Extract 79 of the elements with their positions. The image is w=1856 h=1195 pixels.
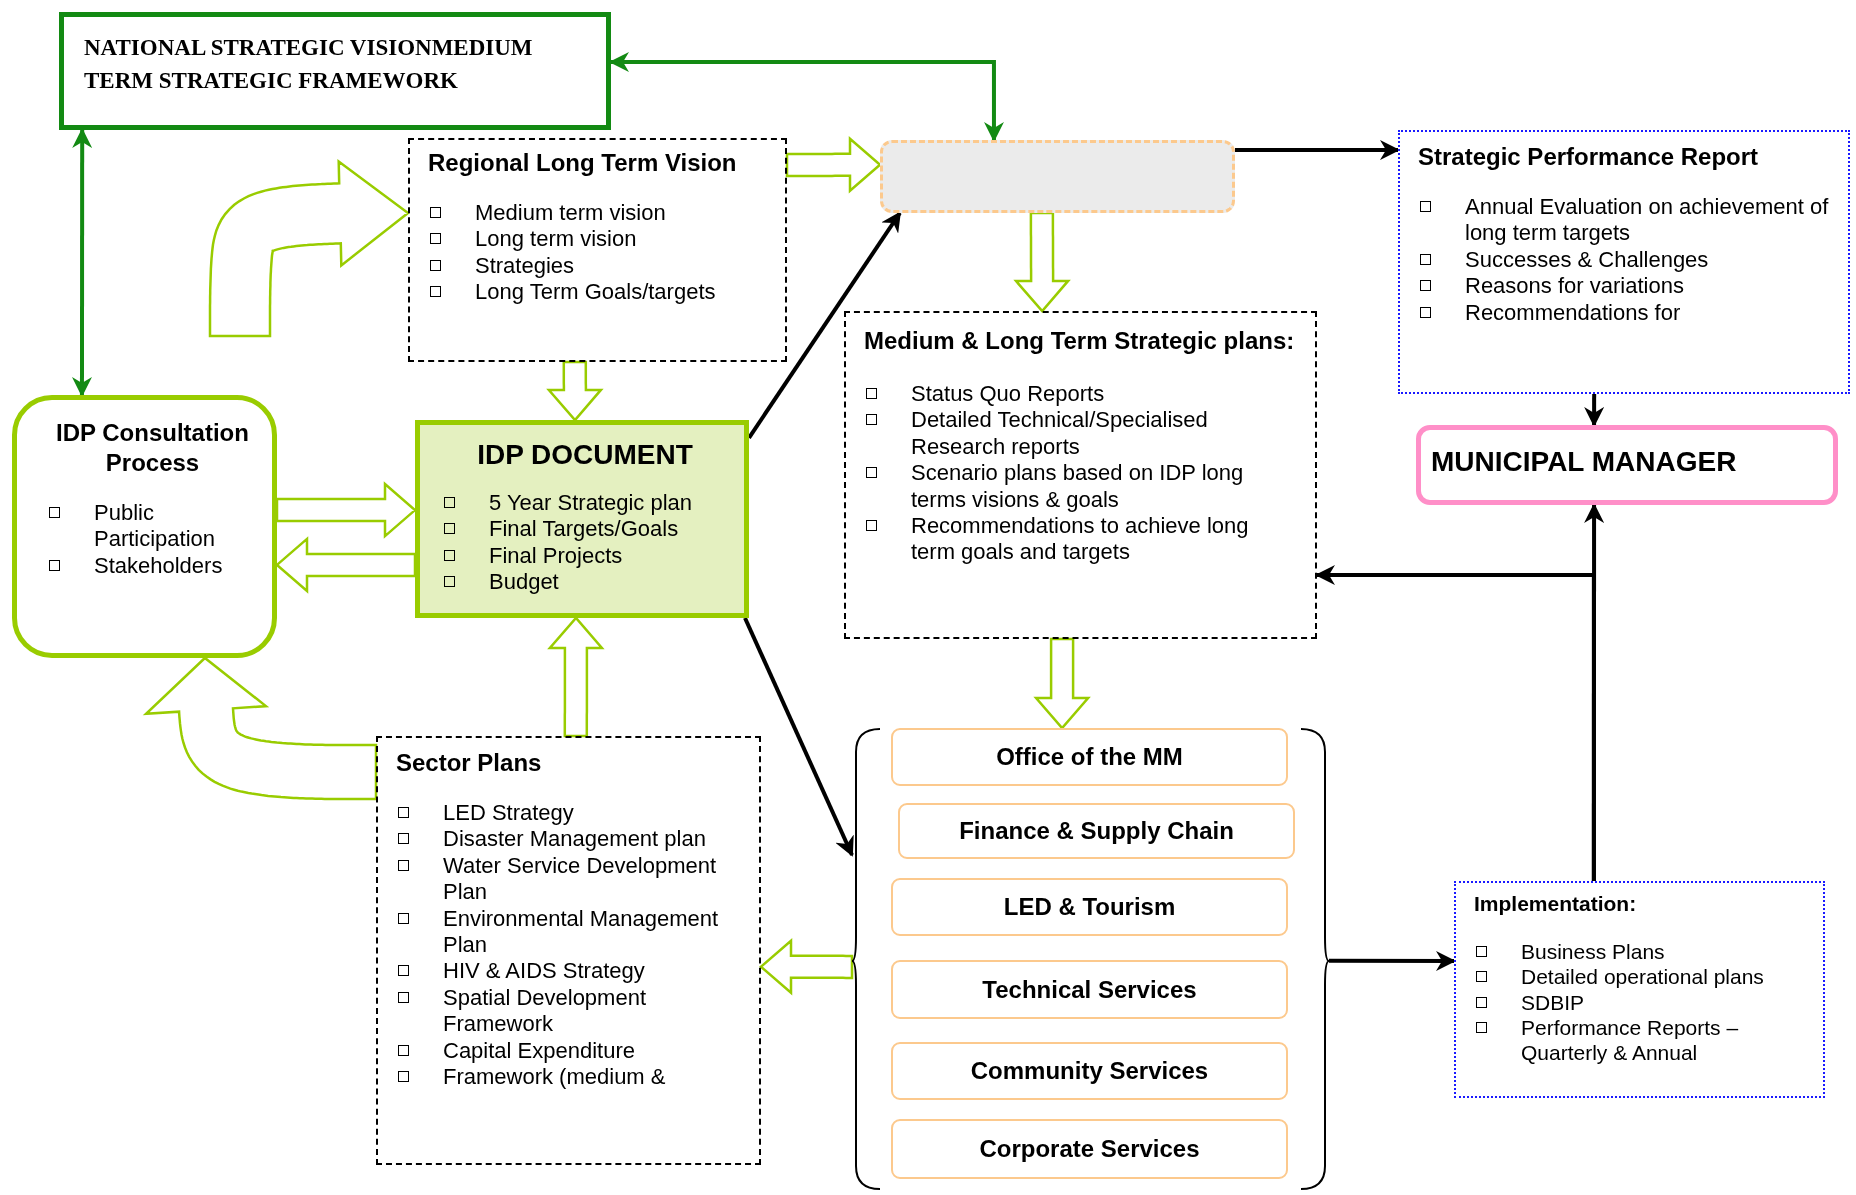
list-item: Water Service Development Plan	[443, 852, 718, 906]
list-item: Annual Evaluation on achievement of long term targets	[1465, 194, 1830, 247]
dashed-box	[376, 736, 761, 1165]
list-item: Scenario plans based on IDP long terms visions & goals	[911, 460, 1245, 513]
list-item: Stakeholders	[94, 552, 223, 580]
list-item: Environmental Management Plan	[443, 905, 720, 959]
list-item: Long term vision	[475, 226, 637, 253]
list-item: HIV & AIDS Strategy	[443, 958, 645, 985]
heading: IDP Consultation Process	[55, 418, 250, 478]
dashed-box	[408, 138, 787, 362]
arrow	[1315, 565, 1596, 881]
list-item: Performance Reports – Quarterly & Annual	[1521, 1014, 1740, 1066]
list-item: Final Projects	[489, 542, 623, 570]
box-label: Finance & Supply Chain	[959, 817, 1234, 845]
rounded-box	[891, 1119, 1288, 1179]
box-label: Community Services	[970, 1057, 1209, 1085]
heading: NATIONAL STRATEGIC VISIONMEDIUM TERM STRATEGIC FRAMEWORK	[84, 34, 534, 96]
list-item: Long Term Goals/targets	[475, 279, 716, 306]
box-label: Office of the MM	[996, 743, 1183, 771]
block-arrow	[142, 656, 378, 801]
box-label: LED & Tourism	[1003, 893, 1176, 921]
block-arrow	[1013, 211, 1071, 313]
rounded-box	[891, 1042, 1288, 1100]
arrow	[743, 617, 854, 857]
list-item: SDBIP	[1521, 989, 1585, 1015]
heading: Medium & Long Term Strategic plans:	[864, 326, 1296, 356]
rounded-box	[12, 395, 277, 658]
list-item: Detailed Technical/Specialised Research reports	[911, 407, 1209, 461]
arrow	[1584, 394, 1605, 427]
arrow	[1235, 140, 1400, 161]
framework-box	[59, 12, 611, 130]
list-item: Reasons for variations	[1465, 273, 1684, 300]
document-box	[415, 420, 749, 618]
list-item: Recommendations for	[1465, 299, 1681, 326]
list-item: LED Strategy	[443, 800, 574, 827]
list-item: Capital Expenditure	[443, 1037, 635, 1064]
arrow	[72, 128, 93, 397]
block-arrow	[1033, 637, 1091, 730]
dotted-box	[1398, 130, 1850, 394]
block-arrow	[546, 360, 604, 422]
box-label: Corporate Services	[979, 1135, 1200, 1163]
heading: Sector Plans	[396, 748, 543, 778]
list-item: Budget	[489, 569, 559, 596]
heading: IDP DOCUMENT	[476, 438, 694, 472]
list-item: Spatial Development Framework	[443, 984, 647, 1038]
heading: Regional Long Term Vision	[428, 148, 738, 178]
box-label: Technical Services	[982, 975, 1197, 1004]
block-arrow	[759, 938, 854, 996]
dashed-box	[844, 311, 1317, 639]
dotted-box	[1454, 881, 1825, 1098]
arrow	[609, 52, 1004, 142]
heading: MUNICIPAL MANAGER	[1431, 445, 1738, 479]
heading: Strategic Performance Report	[1418, 142, 1760, 172]
arrow	[747, 211, 902, 439]
block-arrow	[275, 481, 417, 539]
list-item: Business Plans	[1521, 939, 1665, 965]
rounded-box	[891, 728, 1288, 786]
heading: Implementation:	[1474, 891, 1638, 917]
list-item: Status Quo Reports	[911, 381, 1105, 408]
rounded-box	[898, 803, 1295, 859]
arrow	[1329, 951, 1456, 972]
list-item: Recommendations to achieve long term goals and targets	[911, 512, 1250, 566]
rounded-box	[891, 960, 1288, 1019]
block-arrow	[547, 616, 605, 738]
block-arrow	[208, 158, 411, 338]
list-item: Strategies	[475, 252, 575, 280]
list-item: Detailed operational plans	[1521, 964, 1764, 990]
rounded-box	[1416, 425, 1838, 505]
list-item: Framework (medium &	[443, 1063, 666, 1091]
list-item: Medium term vision	[475, 200, 666, 227]
rounded-box	[891, 878, 1288, 936]
block-arrow	[275, 536, 417, 594]
list-item: Final Targets/Goals	[489, 516, 679, 543]
list-item: 5 Year Strategic plan	[489, 490, 693, 517]
rounded-box	[880, 140, 1235, 213]
list-item: Disaster Management plan	[443, 826, 706, 853]
list-item: Public Participation	[94, 500, 217, 553]
block-arrow	[785, 136, 882, 194]
list-item: Successes & Challenges	[1465, 246, 1709, 274]
